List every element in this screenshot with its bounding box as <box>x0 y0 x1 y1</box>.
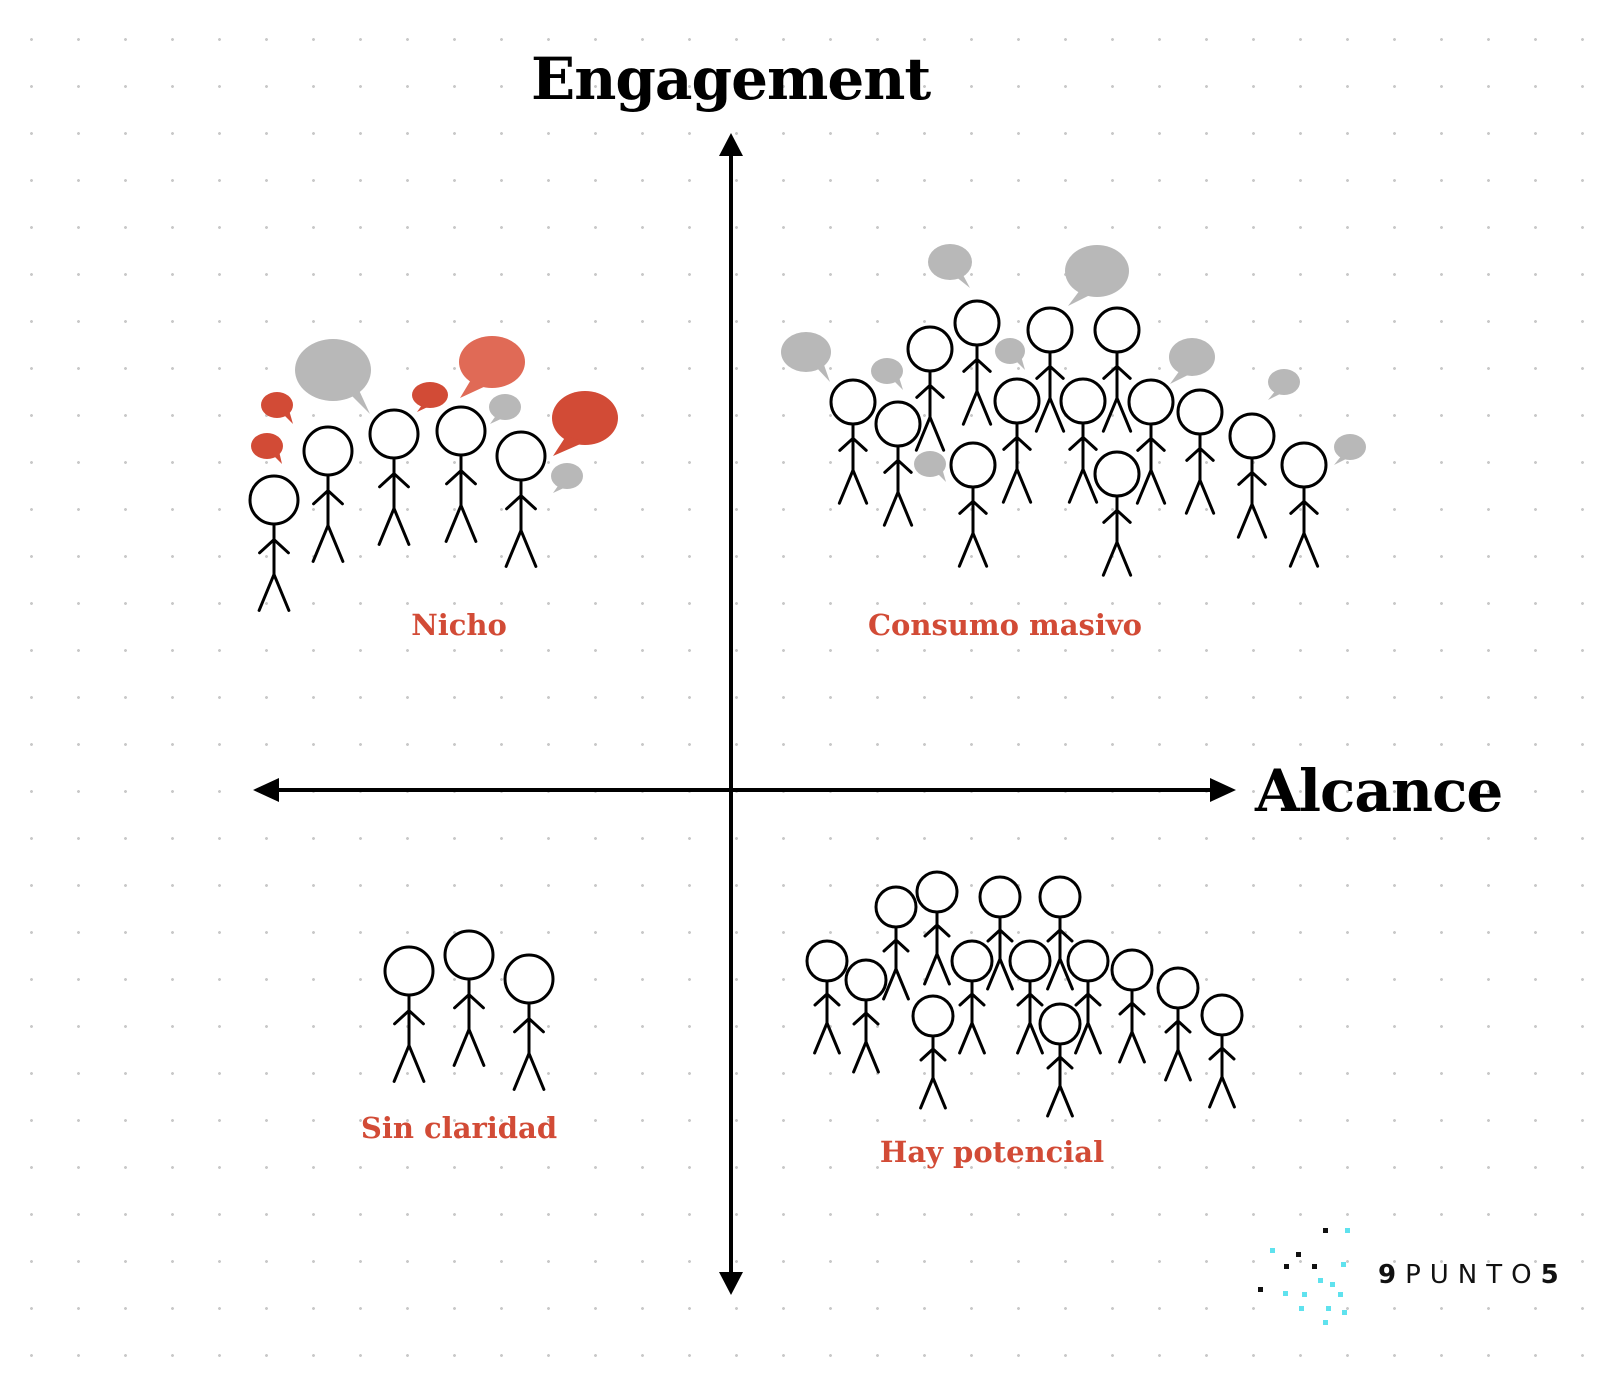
stick-figure <box>1156 966 1200 1082</box>
stick-figure <box>503 953 555 1091</box>
speech-bubbles <box>251 244 1366 493</box>
stick-figure <box>993 377 1041 504</box>
stick-figures <box>248 299 1328 1118</box>
speech-bubble <box>781 332 831 382</box>
speech-bubble <box>459 336 525 398</box>
quadrant-label-nicho: Nicho <box>411 608 507 642</box>
stick-figure <box>1008 939 1052 1055</box>
speech-bubble <box>1169 338 1215 384</box>
stick-figure <box>248 474 300 612</box>
speech-bubble <box>261 392 293 424</box>
stick-figure <box>1093 306 1141 433</box>
stick-figure <box>1038 1002 1082 1118</box>
logo-text: 9PUNTO5 <box>1378 1262 1568 1288</box>
speech-bubble <box>551 463 583 493</box>
stick-figure <box>1228 412 1276 539</box>
speech-bubble <box>251 433 283 464</box>
speech-bubble <box>412 382 448 412</box>
speech-bubble <box>995 338 1025 370</box>
stick-figure <box>874 885 918 1001</box>
quadrant-label-hay-potencial: Hay potencial <box>879 1135 1105 1169</box>
logo-mark <box>1258 1228 1350 1325</box>
stick-figure <box>829 378 877 505</box>
quadrant-label-consumo-masivo: Consumo masivo <box>867 608 1143 642</box>
stick-figure <box>1038 875 1082 991</box>
speech-bubble <box>489 394 521 424</box>
stick-figure <box>1176 388 1224 515</box>
stick-figure <box>844 958 888 1074</box>
speech-bubble <box>1334 434 1366 465</box>
speech-bubble <box>1065 245 1129 306</box>
axes <box>253 133 1236 1295</box>
speech-bubble <box>295 339 371 414</box>
stick-figure <box>368 408 420 546</box>
stick-figure <box>443 929 495 1067</box>
stick-figure <box>949 441 997 568</box>
x-arrow-left <box>253 778 279 802</box>
stick-figure <box>495 430 547 568</box>
stick-figure <box>978 875 1022 991</box>
stick-figure <box>805 939 849 1055</box>
stick-figure <box>950 939 994 1055</box>
stick-figure <box>874 400 922 527</box>
speech-bubble <box>552 391 618 456</box>
stick-figure <box>435 405 487 543</box>
y-axis-title: Engagement <box>531 45 931 113</box>
x-axis-title: Alcance <box>1255 757 1503 825</box>
x-arrow-right <box>1210 778 1236 802</box>
speech-bubble <box>1268 369 1300 400</box>
stick-figure <box>1200 993 1244 1109</box>
y-arrow-down <box>719 1272 743 1295</box>
stick-figure <box>1093 450 1141 577</box>
y-arrow-up <box>719 133 743 156</box>
stick-figure <box>906 325 954 452</box>
speech-bubble <box>871 358 903 390</box>
quadrant-label-sin-claridad: Sin claridad <box>360 1111 558 1145</box>
speech-bubble <box>914 451 946 482</box>
stick-figure <box>1066 939 1110 1055</box>
stick-figure <box>953 299 1001 426</box>
logo-digit-start: 9 <box>1378 1260 1406 1290</box>
logo-digit-end: 5 <box>1540 1260 1568 1290</box>
stick-figure <box>1127 378 1175 505</box>
speech-bubble <box>928 244 972 288</box>
stick-figure <box>1026 306 1074 433</box>
stick-figure <box>915 870 959 986</box>
stick-figure <box>302 425 354 563</box>
stick-figure <box>1059 377 1107 504</box>
logo-word: PUNTO <box>1405 1260 1541 1290</box>
logo-dots <box>1258 1228 1350 1325</box>
stick-figure <box>383 945 435 1083</box>
stick-figure <box>911 994 955 1110</box>
stick-figure <box>1280 441 1328 568</box>
stick-figure <box>1110 948 1154 1064</box>
